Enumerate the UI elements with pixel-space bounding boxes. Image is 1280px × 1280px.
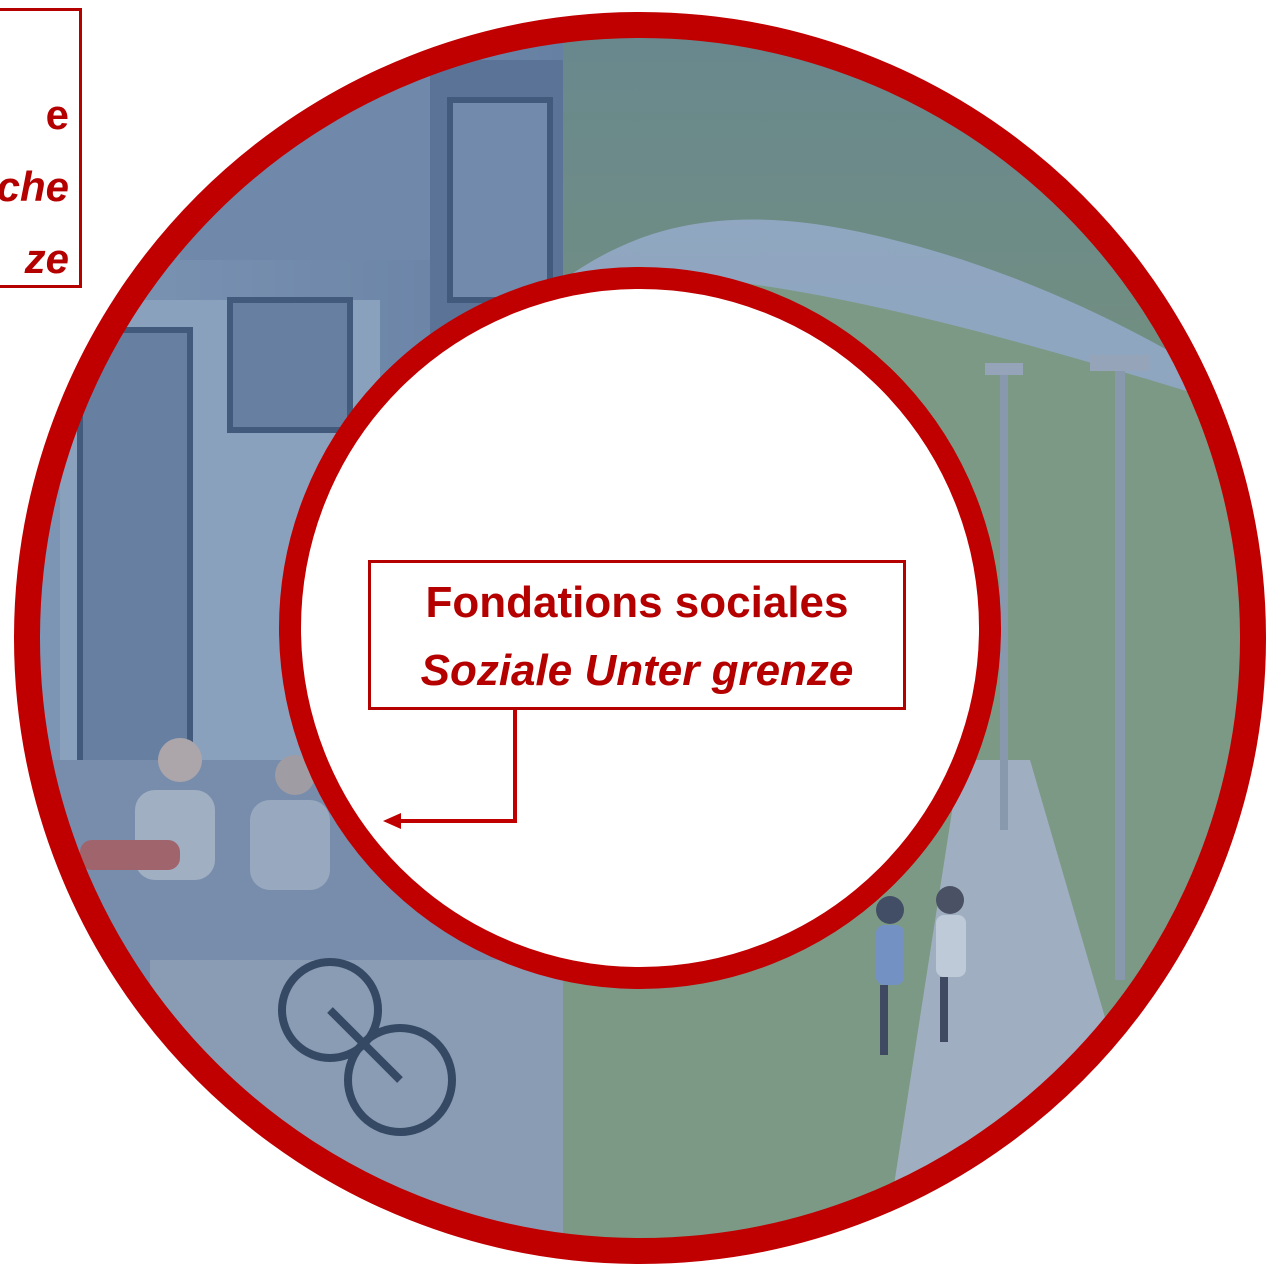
inner-circle-label: Fondations sociales Soziale Unter grenze <box>368 560 906 710</box>
inner-ring <box>279 267 1001 989</box>
outer-label-line1: e <box>45 91 69 138</box>
connector-arrowhead <box>383 813 401 829</box>
inner-label-title: Fondations sociales <box>425 578 849 627</box>
outer-label-line3: ze <box>24 235 69 282</box>
inner-label-subtitle: Soziale Unter grenze <box>420 646 854 695</box>
connector-line <box>395 710 517 823</box>
outer-label-line2: che <box>0 163 69 210</box>
outer-ring <box>14 12 1266 1264</box>
outer-ring-label: e che ze <box>0 8 82 288</box>
